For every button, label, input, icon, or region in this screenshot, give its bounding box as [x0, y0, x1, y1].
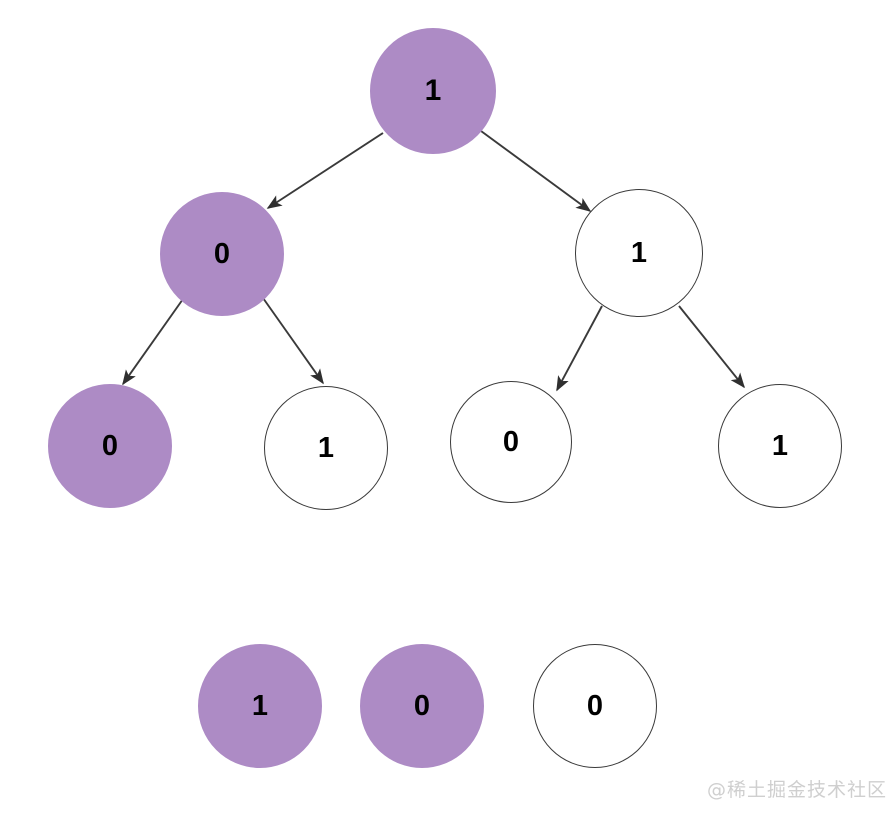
node-label: 0	[101, 429, 119, 462]
edge-root-to-n-r	[480, 130, 592, 212]
node-label: 0	[502, 425, 520, 458]
tree-node-root[interactable]: 1	[370, 28, 496, 154]
tree-node-n-r[interactable]: 1	[575, 189, 703, 317]
edge-n-r-to-n-rr	[678, 305, 745, 389]
tree-node-n-lr[interactable]: 1	[264, 386, 388, 510]
edge-n-l-to-n-ll	[122, 298, 184, 386]
node-label: 0	[413, 689, 431, 722]
edge-n-l-to-n-lr	[262, 297, 324, 385]
node-label: 1	[317, 431, 335, 464]
tree-node-n-ll[interactable]: 0	[48, 384, 172, 508]
node-label: 0	[586, 689, 604, 722]
node-label: 1	[424, 74, 442, 107]
node-label: 1	[630, 236, 648, 269]
node-label: 1	[251, 689, 269, 722]
node-label: 0	[213, 237, 231, 270]
watermark-text: @稀土掘金技术社区	[707, 779, 888, 801]
sequence-node-s-3[interactable]: 0	[533, 644, 657, 768]
sequence-node-s-2[interactable]: 0	[360, 644, 484, 768]
sequence-node-s-1[interactable]: 1	[198, 644, 322, 768]
tree-node-n-rl[interactable]: 0	[450, 381, 572, 503]
node-label: 1	[771, 429, 789, 462]
edge-root-to-n-l	[266, 132, 384, 209]
edge-n-r-to-n-rl	[556, 305, 603, 392]
tree-node-n-l[interactable]: 0	[160, 192, 284, 316]
tree-node-n-rr[interactable]: 1	[718, 384, 842, 508]
